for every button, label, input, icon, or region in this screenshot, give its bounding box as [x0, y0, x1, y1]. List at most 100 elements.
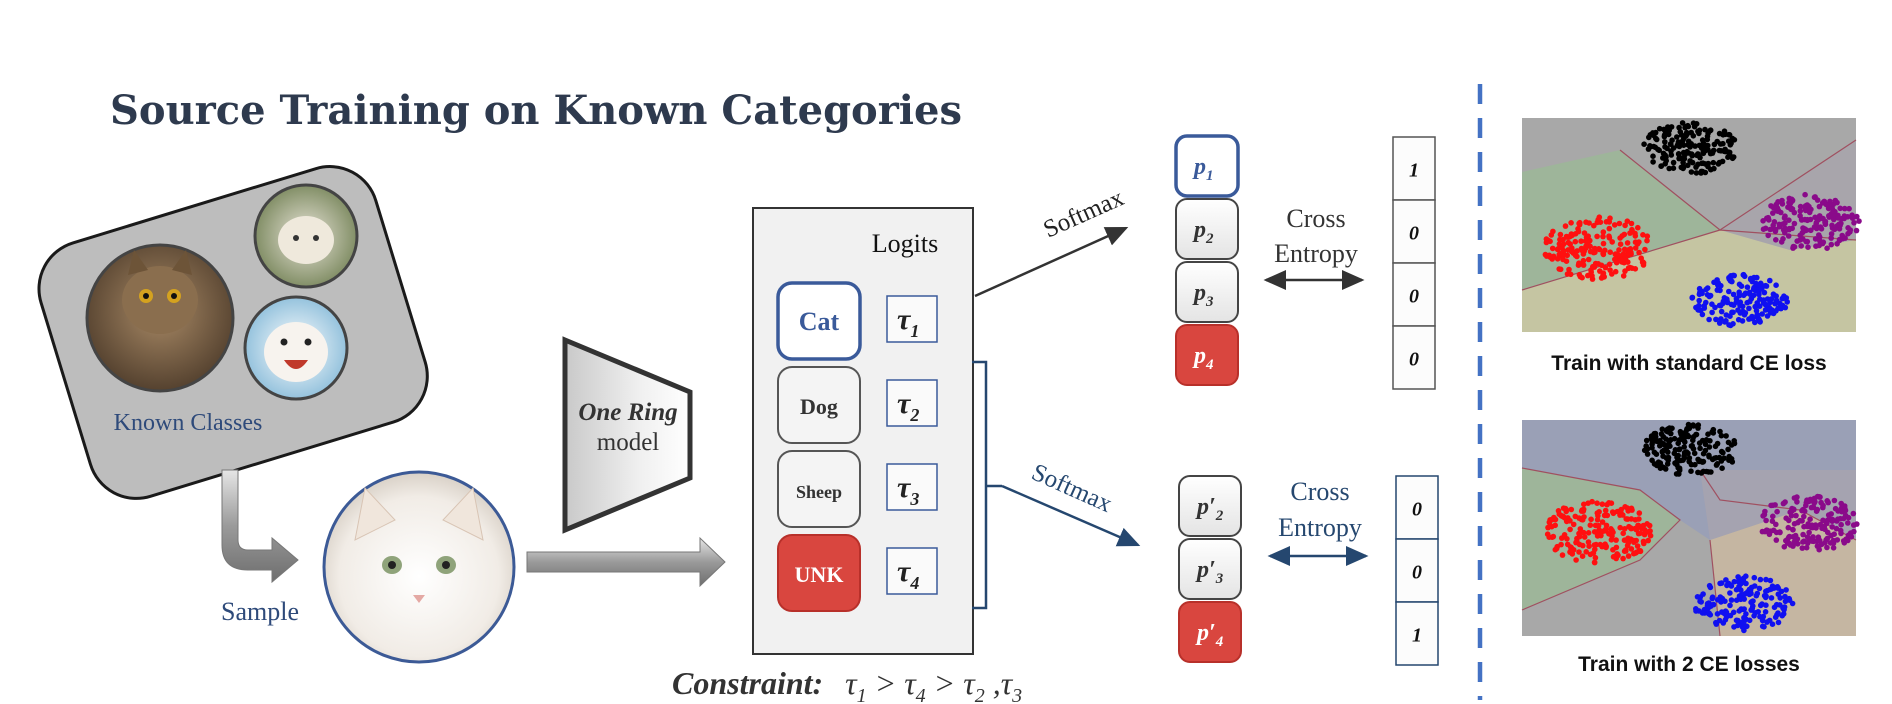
- scatter-point: [1600, 233, 1606, 240]
- scatter-point: [1713, 316, 1719, 323]
- scatter-point: [1568, 220, 1574, 226]
- scatter-point: [1816, 494, 1822, 500]
- bottom-prob-subscript: 3: [1215, 571, 1224, 587]
- scatter-point: [1786, 225, 1793, 232]
- scatter-point: [1633, 525, 1640, 532]
- scatter-point: [1650, 143, 1657, 150]
- scatter-point: [1616, 247, 1622, 253]
- scatter-point: [1727, 590, 1733, 596]
- scatter-point: [1619, 233, 1625, 239]
- scatter-point: [1766, 617, 1773, 624]
- scatter-point: [1611, 222, 1618, 228]
- bottom-prob-box-1: p′2: [1178, 475, 1242, 537]
- scatter-point: [1685, 433, 1692, 440]
- scatter-point: [1828, 241, 1835, 248]
- scatter-point: [1636, 516, 1642, 522]
- scatter-point: [1746, 291, 1753, 297]
- scatter-point: [1650, 153, 1656, 159]
- scatter-point: [1705, 142, 1711, 149]
- scatter-point: [1781, 293, 1787, 300]
- scatter-point: [1660, 464, 1667, 471]
- scatter-point: [1698, 458, 1704, 465]
- scatter-point: [1638, 255, 1644, 261]
- one-ring-model: One Ring model: [562, 336, 693, 534]
- scatter-point: [1675, 440, 1681, 447]
- scatter-point: [1613, 544, 1620, 551]
- scatter-point: [1642, 246, 1648, 253]
- scatter-point: [1704, 133, 1711, 140]
- scatter-point: [1609, 271, 1615, 277]
- scatter-point: [1748, 590, 1754, 597]
- bottom-prob-stack: p′2p′3p′4: [1178, 475, 1242, 663]
- scatter-point: [1836, 221, 1842, 228]
- scatter-point: [1594, 233, 1600, 240]
- scatter-point: [1726, 131, 1732, 138]
- scatter-point: [1550, 533, 1557, 540]
- bottom-prob-box-3: p′4: [1178, 601, 1242, 663]
- scatter-point: [1716, 320, 1723, 326]
- scatter-point: [1572, 231, 1579, 237]
- scatter-point: [1763, 602, 1769, 608]
- known-classes-tray: Known Classes: [37, 165, 429, 500]
- scatter-point: [1629, 228, 1635, 235]
- target-value: 0: [1409, 286, 1419, 308]
- scatter-point: [1653, 438, 1660, 444]
- scatter-point: [1631, 550, 1637, 557]
- scatter-point: [1842, 512, 1849, 519]
- scatter-point: [1700, 468, 1707, 475]
- scatter-point: [1705, 431, 1711, 438]
- scatter-point: [1797, 232, 1803, 239]
- scatter-point: [1764, 296, 1771, 302]
- scatter-point: [1706, 611, 1712, 617]
- scatter-point: [1649, 445, 1655, 451]
- scatter-point: [1835, 215, 1842, 221]
- scatter-point: [1763, 517, 1769, 524]
- scatter-point: [1618, 506, 1624, 513]
- scatter-point: [1828, 210, 1835, 217]
- scatter-point: [1585, 272, 1591, 279]
- scatter-point: [1794, 499, 1800, 505]
- scatter-point: [1549, 245, 1556, 252]
- scatter-point: [1674, 454, 1680, 461]
- scatter-point: [1770, 513, 1776, 520]
- scatter-point: [1576, 530, 1582, 537]
- target-cell: [1395, 538, 1439, 603]
- scatter-point: [1773, 297, 1780, 304]
- scatter-point: [1706, 600, 1712, 606]
- scatter-point: [1710, 430, 1717, 436]
- known-classes-label: Known Classes: [114, 410, 263, 436]
- scatter-point: [1686, 458, 1692, 465]
- svg-text:p′2: p′2: [1195, 494, 1224, 524]
- scatter-point: [1583, 549, 1589, 555]
- scatter-point: [1808, 227, 1814, 234]
- scatter-point: [1832, 197, 1839, 204]
- scatter-point: [1572, 513, 1579, 520]
- scatter-point: [1718, 448, 1725, 455]
- scatter-point: [1695, 307, 1701, 313]
- tau-subscript: 4: [909, 573, 919, 593]
- scatter-point: [1786, 217, 1792, 223]
- scatter-point: [1683, 449, 1690, 455]
- scatter-point: [1596, 246, 1603, 253]
- scatter-point: [1625, 553, 1632, 559]
- scatter-point: [1556, 241, 1563, 247]
- scatter-point: [1827, 540, 1834, 546]
- class-label-cat: Cat: [799, 307, 840, 336]
- scatter-point: [1659, 426, 1666, 433]
- scatter-point: [1851, 220, 1857, 226]
- scatter-point: [1699, 311, 1706, 318]
- scatter-point: [1727, 313, 1733, 320]
- scatter-point: [1822, 219, 1828, 226]
- class-box-sheep: Sheep: [777, 450, 861, 528]
- scatter-point: [1622, 222, 1628, 229]
- scatter-point: [1762, 609, 1769, 615]
- scatter-point: [1767, 577, 1774, 584]
- scatter-point: [1812, 194, 1818, 200]
- scatter-point: [1693, 121, 1700, 127]
- scatter-point: [1564, 271, 1571, 277]
- scatter-point: [1828, 231, 1835, 237]
- scatter-point: [1786, 195, 1793, 202]
- scatter-point: [1818, 226, 1825, 232]
- scatter-point: [1562, 223, 1569, 229]
